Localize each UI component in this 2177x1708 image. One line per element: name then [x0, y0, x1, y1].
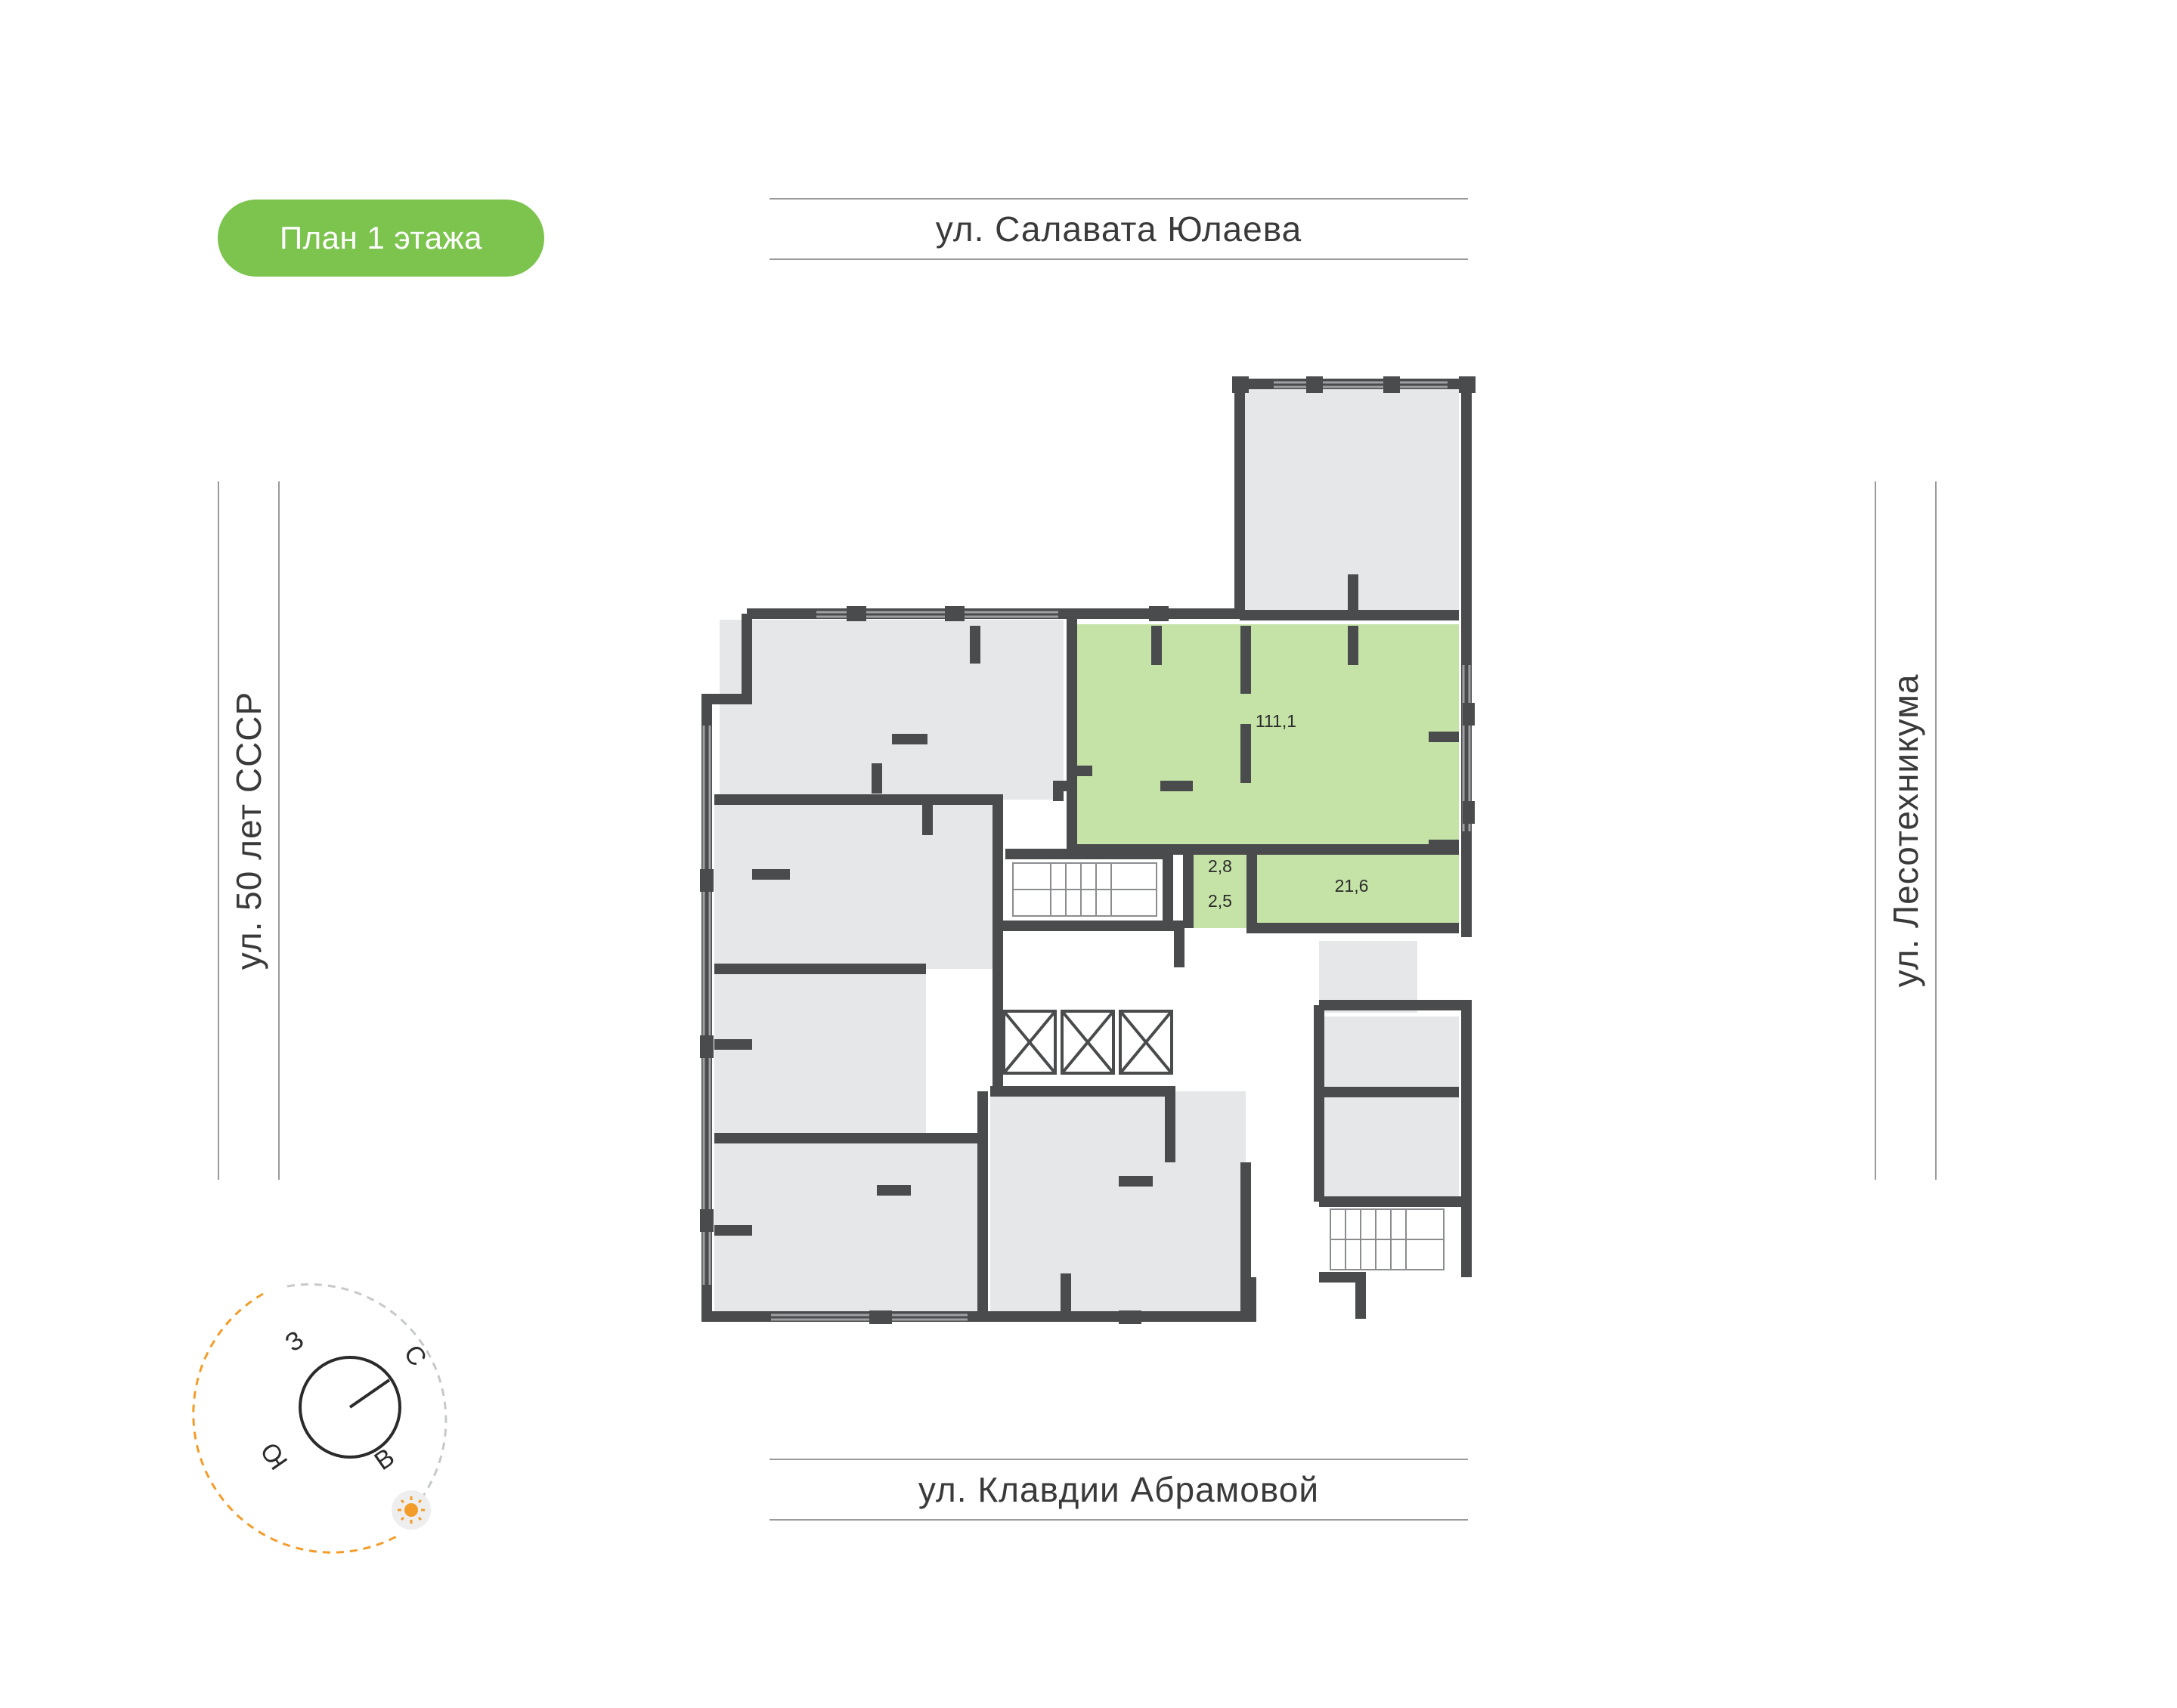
selected-unit-small[interactable]	[1188, 849, 1252, 928]
compass-w: З	[280, 1326, 309, 1358]
area-small-a-label: 2,8	[1208, 856, 1232, 876]
elevator-icon	[1002, 1010, 1173, 1075]
compass: З С Ю В	[192, 1283, 447, 1554]
area-main-label: 111,1	[1256, 711, 1296, 731]
selected-unit-main[interactable]	[1072, 624, 1459, 849]
sun-path-arc	[192, 1292, 401, 1554]
sun-icon	[392, 1490, 431, 1530]
street-south: ул. Клавдии Абрамовой	[770, 1459, 1468, 1521]
unit-east-2[interactable]	[1319, 1096, 1459, 1198]
unit-west-1[interactable]	[720, 620, 1064, 800]
street-north-label: ул. Салавата Юлаева	[935, 209, 1302, 249]
stairs-icon	[1012, 862, 1445, 1270]
floor-plan-badge: План 1 этажа	[218, 200, 544, 277]
compass-n: С	[398, 1340, 432, 1372]
area-small-b-label: 2,5	[1208, 891, 1232, 911]
unit-east-1[interactable]	[1319, 1016, 1459, 1092]
street-east: ул. Лесотехникума	[1875, 481, 1937, 1180]
street-north: ул. Салавата Юлаева	[770, 198, 1468, 260]
selected-unit[interactable]	[1072, 624, 1459, 928]
unit-west-3[interactable]	[714, 970, 926, 1138]
selected-unit-side[interactable]	[1252, 849, 1459, 928]
unit-south-mid[interactable]	[990, 1091, 1246, 1312]
compass-needle	[348, 1378, 391, 1409]
wall-piers	[700, 376, 1476, 1324]
unit-west-4[interactable]	[714, 1140, 980, 1312]
area-side-label: 21,6	[1335, 876, 1369, 896]
sun-path-dashed	[286, 1283, 447, 1508]
unit-fills	[714, 388, 1459, 1312]
unit-west-2[interactable]	[714, 801, 994, 969]
street-south-label: ул. Клавдии Абрамовой	[918, 1470, 1320, 1509]
compass-s: Ю	[255, 1437, 294, 1474]
street-west: ул. 50 лет СССР	[218, 481, 280, 1180]
